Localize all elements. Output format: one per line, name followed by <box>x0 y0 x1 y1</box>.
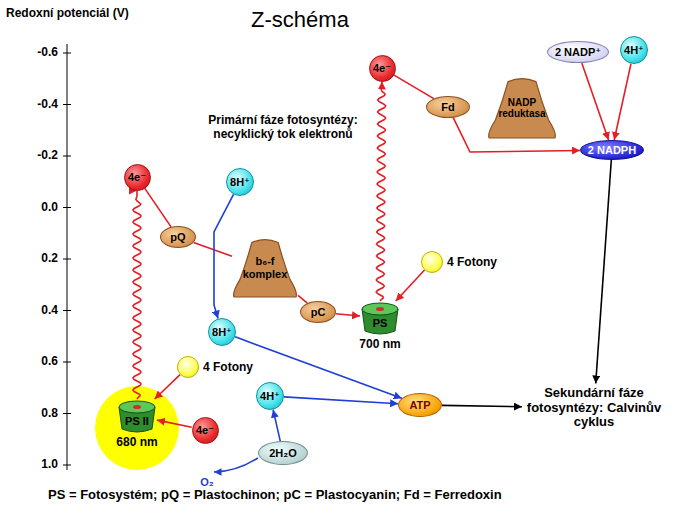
proton-circle: 8H⁺ <box>208 318 236 346</box>
abbreviation-note: PS = Fotosystém; pQ = Plastochinon; pC =… <box>48 488 502 503</box>
node-caption: 4 Fotony <box>203 360 253 374</box>
proton-circle: 4H⁺ <box>620 36 648 64</box>
connector-arrow <box>396 270 425 301</box>
plastocyanin-ellipse: pC <box>300 301 336 323</box>
oxygen-arrow <box>214 458 258 472</box>
axis-tick <box>63 53 71 54</box>
node-text: ATP <box>409 399 430 412</box>
bell-shape <box>234 240 297 297</box>
reductase-shape: NADP reduktasa <box>487 78 557 138</box>
electron-circle: 4e⁻ <box>369 55 396 82</box>
connector-arrow <box>376 82 385 302</box>
reaction-center <box>376 307 384 311</box>
node-text: 4e⁻ <box>128 171 146 184</box>
bell-shape <box>489 79 556 138</box>
node-text: 4e⁻ <box>373 62 391 75</box>
connector-arrow <box>157 420 192 427</box>
proton-circle: 4H⁺ <box>256 382 284 410</box>
axis-tick <box>63 465 71 466</box>
axis-tick-label: 0.6 <box>41 355 58 369</box>
connector-arrow <box>145 188 171 227</box>
connector-arrow <box>133 191 141 400</box>
node-text: 4e⁻ <box>196 424 214 437</box>
axis-tick-label: 0.8 <box>41 407 58 421</box>
oxygen-label: O₂ <box>200 476 213 489</box>
axis-tick <box>63 156 71 157</box>
cylinder-top <box>119 401 155 413</box>
axis-tick-label: 0.0 <box>41 201 58 215</box>
connector-arrow <box>284 397 398 404</box>
node-text: Sekundární fáze fotosyntézy: Calvinův cy… <box>524 386 664 431</box>
node-text: b₆-f komplex <box>238 255 292 280</box>
node-text: 4H⁺ <box>624 44 644 57</box>
photon-circle: 4 Fotony <box>177 356 199 378</box>
connector-arrow <box>582 63 609 140</box>
node-caption: 680 nm <box>116 435 157 449</box>
axis-tick <box>63 207 71 208</box>
electron-circle: 4e⁻ <box>192 417 219 444</box>
connector-arrow <box>194 243 232 257</box>
phase-text: Sekundární fáze fotosyntézy: Calvinův cy… <box>522 384 666 433</box>
node-text: PS II <box>125 415 149 428</box>
connector-arrow <box>298 295 307 303</box>
photosystem-shape: PS II680 nm <box>117 399 157 433</box>
plastoquinone-ellipse: pQ <box>160 226 196 248</box>
axis-tick-label: -0.4 <box>37 98 58 112</box>
node-caption: 700 nm <box>359 337 400 351</box>
connector-arrow <box>614 64 631 140</box>
node-text: pC <box>311 306 326 319</box>
node-text: Fd <box>441 101 454 114</box>
node-text: NADP reduktasa <box>493 97 551 120</box>
connector-arrow <box>336 314 360 316</box>
node-text: PS <box>373 317 388 330</box>
axis-tick <box>63 104 71 105</box>
connector-arrow <box>155 375 180 399</box>
axis-tick <box>63 362 71 363</box>
reaction-center <box>133 405 141 409</box>
node-text: 2H₂O <box>269 447 297 460</box>
complex-shape: b₆-f komplex <box>232 239 298 297</box>
cylinder-top <box>362 303 398 315</box>
photosystem-shape: PS700 nm <box>360 301 400 335</box>
nadph-ellipse: 2 NADPH <box>580 140 644 160</box>
connector-arrow <box>214 194 234 318</box>
atp-ellipse: ATP <box>398 393 442 417</box>
axis-tick <box>63 413 71 414</box>
axis-line <box>67 44 68 470</box>
axis-tick-label: -0.6 <box>37 46 58 60</box>
connector-arrow <box>394 75 434 99</box>
ferredoxin-ellipse: Fd <box>426 96 470 118</box>
node-text: 8H⁺ <box>212 326 232 339</box>
electron-circle: 4e⁻ <box>124 164 151 191</box>
axis-tick <box>63 259 71 260</box>
axis-tick-label: 0.4 <box>41 304 58 318</box>
axis-tick-label: 0.2 <box>41 252 58 266</box>
photon-circle: 4 Fotony <box>421 251 443 273</box>
node-text: 2 NADP⁺ <box>555 46 601 59</box>
node-text: 4H⁺ <box>260 390 280 403</box>
connector-arrow <box>596 160 612 384</box>
nadp-ellipse: 2 NADP⁺ <box>547 41 609 63</box>
node-text: 2 NADPH <box>588 144 636 157</box>
phase-label: Primární fáze fotosyntézy: necyklický to… <box>201 114 365 142</box>
node-text: pQ <box>170 231 185 244</box>
connector-arrow <box>442 405 522 406</box>
node-text: 8H⁺ <box>230 176 250 189</box>
axis-tick-label: 1.0 <box>41 458 58 472</box>
axis-ticks <box>63 53 71 465</box>
axis-title: Redoxní potenciál (V) <box>6 7 129 21</box>
node-caption: 4 Fotony <box>447 255 497 269</box>
diagram-title: Z-schéma <box>251 7 349 33</box>
proton-circle: 8H⁺ <box>226 168 254 196</box>
water-ellipse: 2H₂O <box>258 441 308 465</box>
axis-tick-label: -0.2 <box>37 149 58 163</box>
axis-tick <box>63 310 71 311</box>
connector-arrow <box>273 410 280 441</box>
